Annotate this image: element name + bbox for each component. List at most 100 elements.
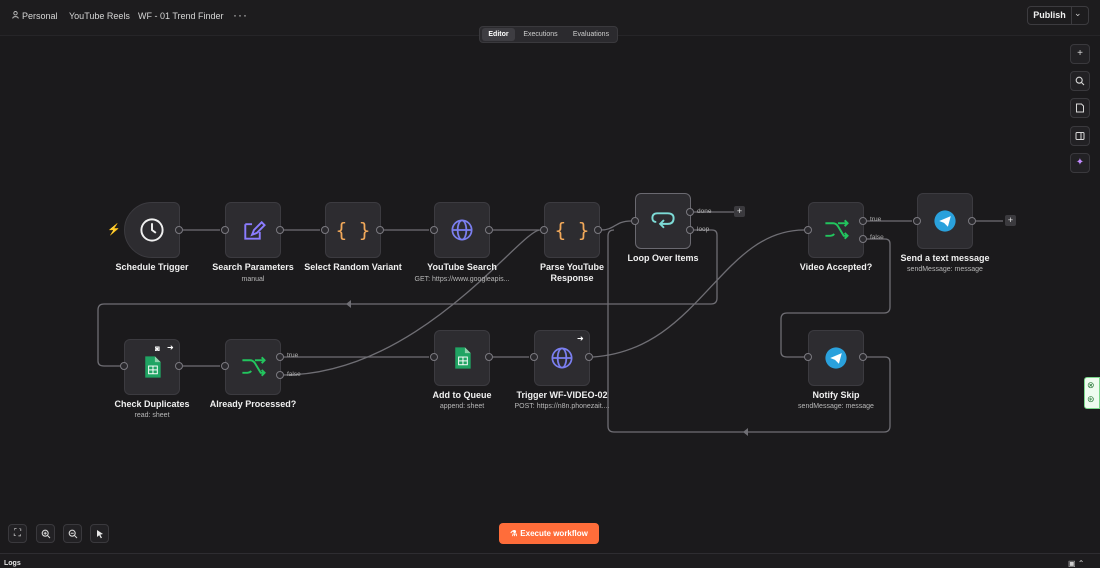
more-menu-button[interactable]: ··· [233, 8, 248, 22]
sheets-icon [455, 347, 471, 369]
sticky-note-button[interactable] [1070, 98, 1090, 118]
node-add-to-queue-title: Add to Queue [432, 390, 492, 400]
open-node-arrow-icon[interactable]: ➜ [577, 334, 584, 343]
execute-workflow-button[interactable]: ⚗Execute workflow [499, 523, 599, 544]
widget-logo-icon[interactable]: ⊛ [1087, 394, 1095, 404]
output-label-false: false [287, 371, 301, 378]
view-tabs: Editor Executions Evaluations [479, 26, 618, 43]
sheets-icon [145, 356, 161, 378]
node-search-parameters[interactable] [225, 202, 281, 258]
logs-controls[interactable]: ▣ ⌃ [1068, 559, 1085, 568]
zoom-out-icon [68, 529, 77, 539]
open-node-arrow-icon[interactable]: ➜ [167, 343, 174, 352]
connection [282, 229, 541, 376]
telegram-icon [934, 210, 956, 232]
code-braces-icon: { } [555, 219, 590, 242]
node-check-duplicates[interactable]: ◙ ➜ [124, 339, 180, 395]
loop-icon [651, 212, 675, 229]
workflow-name[interactable]: WF - 01 Trend Finder [138, 11, 224, 21]
chevron-up-icon[interactable]: ⌃ [1077, 559, 1085, 568]
output-label-done: done [697, 208, 712, 215]
node-video-accepted[interactable] [808, 202, 864, 258]
select-tool-button[interactable] [90, 524, 109, 543]
edit-icon [244, 220, 266, 240]
node-already-processed[interactable] [225, 339, 281, 395]
output-label-false: false [870, 234, 884, 241]
pointer-icon [96, 530, 103, 539]
globe-icon [551, 347, 573, 369]
output-label-true: true [870, 216, 882, 223]
publish-button[interactable]: Publish [1028, 7, 1072, 24]
node-youtube-search-title: YouTube Search [427, 262, 497, 272]
connection [780, 238, 891, 358]
zoom-out-button[interactable] [63, 524, 82, 543]
node-notify-skip-title: Notify Skip [812, 390, 860, 400]
close-widget-icon[interactable]: ⊗ [1087, 380, 1095, 390]
connection [600, 220, 632, 231]
logs-bar[interactable]: Logs ▣ ⌃ [0, 553, 1100, 568]
connection [97, 229, 718, 367]
fit-view-icon: ⛶ [14, 528, 21, 539]
person-icon [12, 11, 19, 21]
output-label-true: true [287, 352, 299, 359]
globe-icon [451, 219, 473, 241]
node-notify-skip[interactable] [808, 330, 864, 386]
disable-node-icon[interactable]: ◙ [155, 344, 160, 353]
plus-icon: + [1007, 215, 1014, 225]
node-trigger-wf-video-02-subtitle: POST: https://n8n.phonezait.... [514, 403, 610, 410]
chevron-down-icon[interactable]: ⌄ [1074, 8, 1082, 18]
node-parse-youtube-response[interactable]: { } [544, 202, 600, 258]
logs-panel-icon[interactable]: ▣ [1068, 559, 1076, 568]
node-trigger-wf-video-02[interactable]: ➜ [534, 330, 590, 386]
tab-editor[interactable]: Editor [482, 28, 515, 41]
node-schedule-trigger[interactable] [124, 202, 180, 258]
node-trigger-wf-video-02-title: Trigger WF-VIDEO-02 [516, 390, 608, 400]
node-send-text-message-title: Send a text message [900, 253, 990, 263]
node-schedule-trigger-title: Schedule Trigger [115, 262, 189, 272]
ai-assistant-button[interactable]: ✦ [1070, 153, 1090, 173]
breadcrumb-folder[interactable]: YouTube Reels [69, 11, 130, 21]
node-select-random-variant[interactable]: { } [325, 202, 381, 258]
node-add-to-queue-subtitle: append: sheet [439, 403, 485, 410]
zoom-in-button[interactable] [36, 524, 55, 543]
tab-executions[interactable]: Executions [523, 31, 558, 38]
fit-view-button[interactable]: ⛶ [8, 524, 27, 543]
sparkle-icon: ✦ [1075, 157, 1085, 168]
trigger-bolt-icon: ⚡ [107, 224, 121, 236]
arrowhead [346, 300, 351, 308]
node-loop-over-items-title: Loop Over Items [627, 253, 699, 263]
node-search-parameters-subtitle: manual [241, 276, 265, 283]
add-after-send-button[interactable]: + [1005, 215, 1016, 226]
node-loop-over-items[interactable] [635, 193, 691, 249]
plus-icon: + [736, 206, 743, 216]
clock-icon [140, 218, 164, 242]
node-video-accepted-title: Video Accepted? [799, 262, 873, 272]
panel-icon [1075, 132, 1085, 140]
zoom-in-icon [41, 529, 50, 539]
filter-icon [825, 219, 849, 240]
flask-icon: ⚗ [510, 529, 518, 538]
filter-icon [242, 356, 266, 377]
sticky-note-icon [1076, 103, 1084, 113]
add-after-done-button[interactable]: + [734, 206, 745, 217]
connection [592, 229, 805, 358]
toggle-panel-button[interactable] [1070, 126, 1090, 146]
breadcrumb-project[interactable]: Personal [12, 11, 58, 21]
svg-text:{ }: { } [336, 219, 371, 242]
node-youtube-search-subtitle: GET: https://www.googleapis... [414, 276, 510, 283]
breadcrumb-project-label: Personal [22, 11, 58, 21]
search-nodes-button[interactable] [1070, 71, 1090, 91]
node-search-parameters-title: Search Parameters [212, 262, 294, 272]
node-youtube-search[interactable] [434, 202, 490, 258]
node-add-to-queue[interactable] [434, 330, 490, 386]
telegram-icon [825, 347, 847, 369]
node-parse-youtube-response-title-2: Response [550, 273, 594, 283]
node-send-text-message[interactable] [917, 193, 973, 249]
add-node-button[interactable]: + [1070, 44, 1090, 64]
node-select-random-variant-title: Select Random Variant [304, 262, 402, 272]
code-braces-icon: { } [336, 219, 371, 242]
node-notify-skip-subtitle: sendMessage: message [798, 403, 874, 410]
search-icon [1075, 76, 1085, 86]
tab-evaluations[interactable]: Evaluations [572, 31, 610, 38]
side-widget[interactable]: ⊗ ⊛ [1084, 377, 1100, 409]
